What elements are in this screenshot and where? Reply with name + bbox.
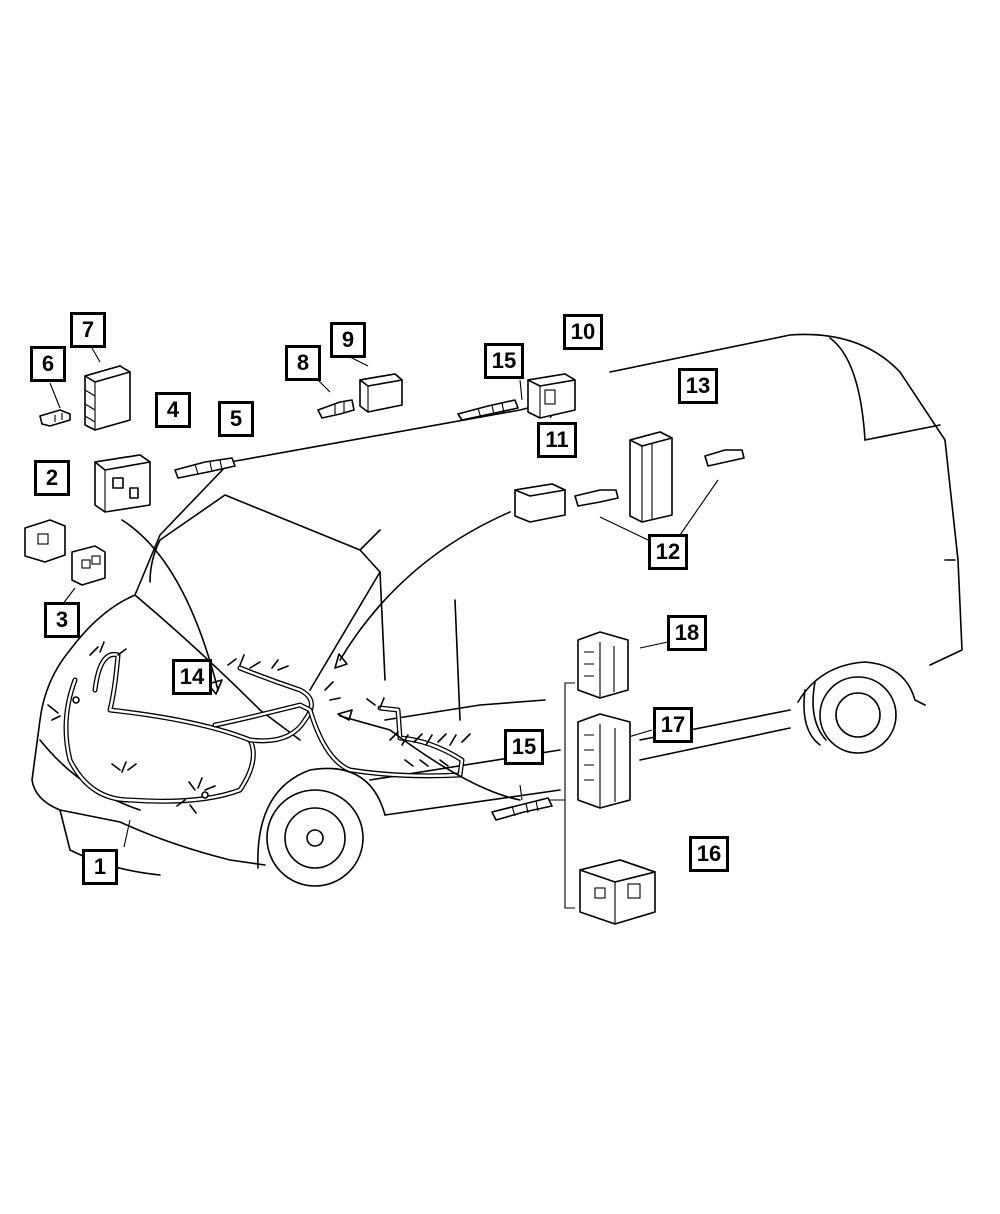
- callout-14: 14: [172, 659, 212, 695]
- callout-7: 7: [70, 312, 106, 348]
- connector-9: [359, 373, 403, 413]
- callout-12: 12: [648, 534, 688, 570]
- callout-10: 10: [563, 314, 603, 350]
- connector-2: [94, 454, 151, 513]
- wiring-harness: [47, 641, 471, 814]
- connector-12: [514, 431, 745, 523]
- terminal-15-top: [457, 399, 519, 421]
- terminal-5: [174, 457, 236, 479]
- callout-15-top: 15: [484, 343, 524, 379]
- connector-18: [577, 631, 629, 699]
- callout-3: 3: [44, 602, 80, 638]
- callout-11: 11: [537, 422, 577, 458]
- callout-4: 4: [155, 392, 191, 428]
- connector-16: [579, 859, 656, 925]
- callout-15-bottom: 15: [504, 729, 544, 765]
- callout-13: 13: [678, 368, 718, 404]
- callout-2: 2: [34, 460, 70, 496]
- callout-16: 16: [689, 836, 729, 872]
- leader-arrows: [49, 347, 719, 909]
- callout-1: 1: [82, 849, 118, 885]
- terminal-15-bottom: [491, 797, 553, 821]
- terminal-6: [39, 409, 71, 427]
- connector-11: [527, 373, 576, 419]
- terminal-8: [317, 399, 355, 419]
- connector-7: [84, 365, 131, 431]
- connector-3: [24, 519, 106, 586]
- callout-9: 9: [330, 322, 366, 358]
- callout-5: 5: [218, 401, 254, 437]
- callout-8: 8: [285, 345, 321, 381]
- callout-18: 18: [667, 615, 707, 651]
- connector-17: [577, 713, 631, 809]
- callout-6: 6: [30, 346, 66, 382]
- callout-17: 17: [653, 707, 693, 743]
